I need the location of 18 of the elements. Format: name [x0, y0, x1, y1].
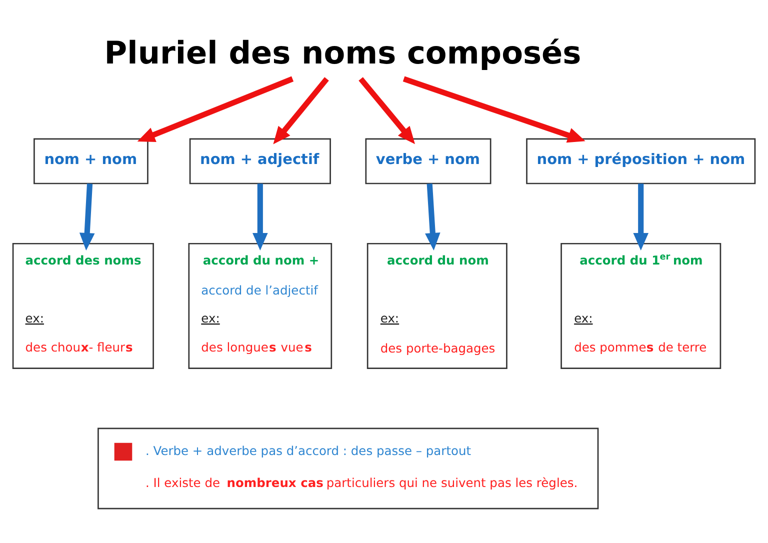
arrow: [633, 183, 649, 250]
node-box: nom + adjectif: [189, 138, 331, 184]
node-box: accord du nom + accord de l’adjectif ex: des longues vues: [188, 242, 332, 368]
arrow: [358, 76, 416, 144]
node-box: accord des noms ex: des choux- fleurs: [12, 242, 154, 368]
node-box: nom + nom: [34, 138, 148, 184]
node-box: nom + préposition + nom: [526, 138, 756, 184]
node-box: . Verbe + adverbe pas d’accord : des passe – partout . Il existe de nombreux cas particuliers qui ne suivent pas les règles.: [98, 427, 599, 509]
arrow: [79, 183, 95, 250]
node-box: accord du 1$^{er}$ nom ex: des pommes de terre: [560, 242, 722, 368]
node-text: Pluriel des noms composés: [104, 35, 582, 72]
arrow: [425, 183, 440, 250]
arrow: [252, 183, 268, 250]
node-box: accord du nom ex: des porte-bagages: [366, 242, 508, 368]
arrow: [402, 76, 586, 142]
arrow: [137, 76, 294, 142]
arrow: [273, 76, 329, 144]
node-box: verbe + nom: [365, 138, 492, 184]
